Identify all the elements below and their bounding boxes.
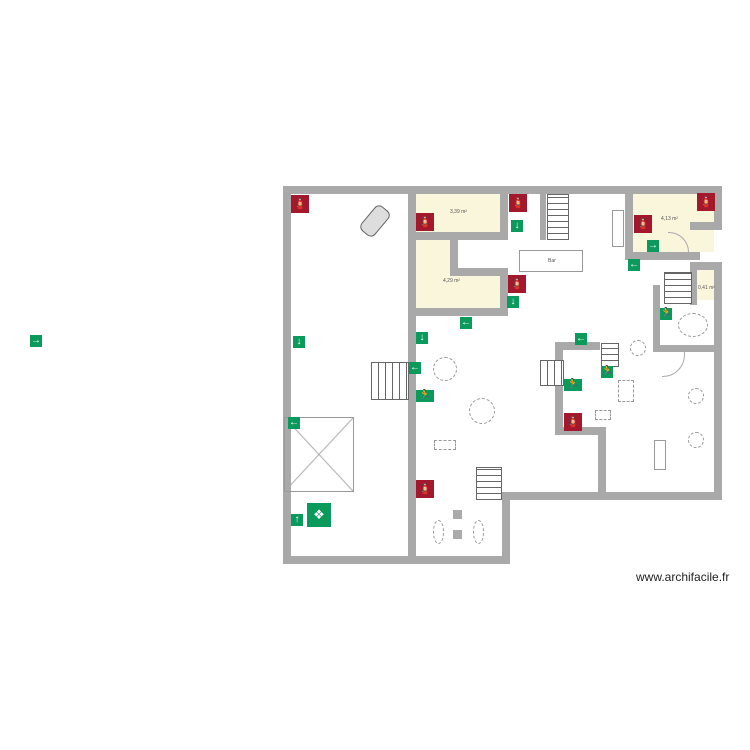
car-icon (357, 202, 393, 240)
ramp (284, 417, 354, 492)
exit-arrow-left-icon: ← (460, 317, 472, 329)
fire-extinguisher-icon: 🧯 (697, 193, 715, 211)
exit-arrow-left-icon: ← (628, 259, 640, 271)
wall (600, 492, 722, 500)
door-swing (662, 352, 685, 377)
wall (500, 186, 508, 240)
round-table (678, 313, 708, 337)
exit-arrow-down-icon: ↓ (416, 332, 428, 344)
exit-arrow-down-icon: ↓ (293, 336, 305, 348)
wall (408, 186, 416, 564)
table (654, 440, 666, 470)
staircase (371, 362, 409, 400)
table (595, 410, 611, 420)
wall (555, 427, 606, 435)
round-table (688, 388, 704, 404)
wall (450, 268, 508, 276)
exit-arrow-left-icon: ← (575, 333, 587, 345)
stool (453, 530, 462, 539)
room-4-29 (416, 240, 450, 308)
room-area-label: 3,39 m² (450, 209, 467, 215)
wall (555, 342, 600, 350)
exit-arrow-right-icon: → (30, 335, 42, 347)
table (618, 380, 634, 402)
watermark: www.archifacile.fr (636, 570, 730, 584)
kitchen-counter (612, 210, 624, 247)
room-area-label: 4,29 m² (443, 278, 460, 284)
stool (453, 510, 462, 519)
room-4-29-part (450, 276, 500, 308)
wall (598, 427, 606, 500)
wall (540, 186, 546, 240)
fire-extinguisher-icon: 🧯 (291, 195, 309, 213)
exit-arrow-up-icon: ↑ (291, 514, 303, 526)
fire-extinguisher-icon: 🧯 (564, 413, 582, 431)
exit-arrow-left-icon: ← (409, 362, 421, 374)
assembly-point-icon: ❖ (307, 503, 331, 527)
bar-counter: Bar (519, 250, 583, 272)
staircase (601, 343, 619, 367)
exit-running-man-icon: 🏃 (416, 390, 434, 402)
exit-arrow-down-icon: ↓ (511, 220, 523, 232)
wall (714, 262, 722, 500)
fire-extinguisher-icon: 🧯 (509, 194, 527, 212)
room-area-label: 0,41 m² (698, 285, 715, 291)
exit-running-man-icon: 🏃 (660, 308, 673, 320)
wall (690, 262, 722, 270)
round-table (469, 398, 495, 424)
oval-table (473, 520, 484, 544)
exit-arrow-right-icon: → (647, 240, 659, 252)
table (434, 440, 456, 450)
wall (625, 252, 700, 260)
fire-extinguisher-icon: 🧯 (416, 213, 434, 231)
wall (714, 186, 722, 230)
wall (653, 345, 722, 352)
staircase (547, 194, 569, 240)
wall (690, 222, 722, 230)
wall (416, 308, 508, 316)
exit-running-man-icon: 🏃 (601, 366, 614, 378)
round-table (630, 340, 646, 356)
wall (502, 492, 510, 564)
wall (283, 556, 510, 564)
wall (500, 268, 508, 316)
wall (653, 285, 660, 352)
staircase (540, 360, 564, 386)
round-table (433, 357, 457, 381)
wall (416, 232, 508, 240)
fire-extinguisher-icon: 🧯 (416, 480, 434, 498)
exit-running-man-icon: 🏃 (564, 379, 582, 391)
wall (625, 186, 633, 260)
fire-extinguisher-icon: 🧯 (634, 215, 652, 233)
oval-table (433, 520, 444, 544)
room-area-label: 4,13 m² (661, 216, 678, 222)
staircase (664, 272, 692, 304)
round-table (688, 432, 704, 448)
room-0-41 (697, 270, 714, 300)
wall (500, 492, 600, 500)
wall (450, 240, 458, 276)
fire-extinguisher-icon: 🧯 (508, 275, 526, 293)
bar-label: Bar (548, 258, 556, 264)
exit-arrow-left-icon: ← (288, 417, 300, 429)
wall (555, 342, 563, 435)
staircase (476, 467, 502, 500)
wall (690, 262, 697, 305)
exit-arrow-down-icon: ↓ (507, 296, 519, 308)
wall (283, 186, 291, 564)
